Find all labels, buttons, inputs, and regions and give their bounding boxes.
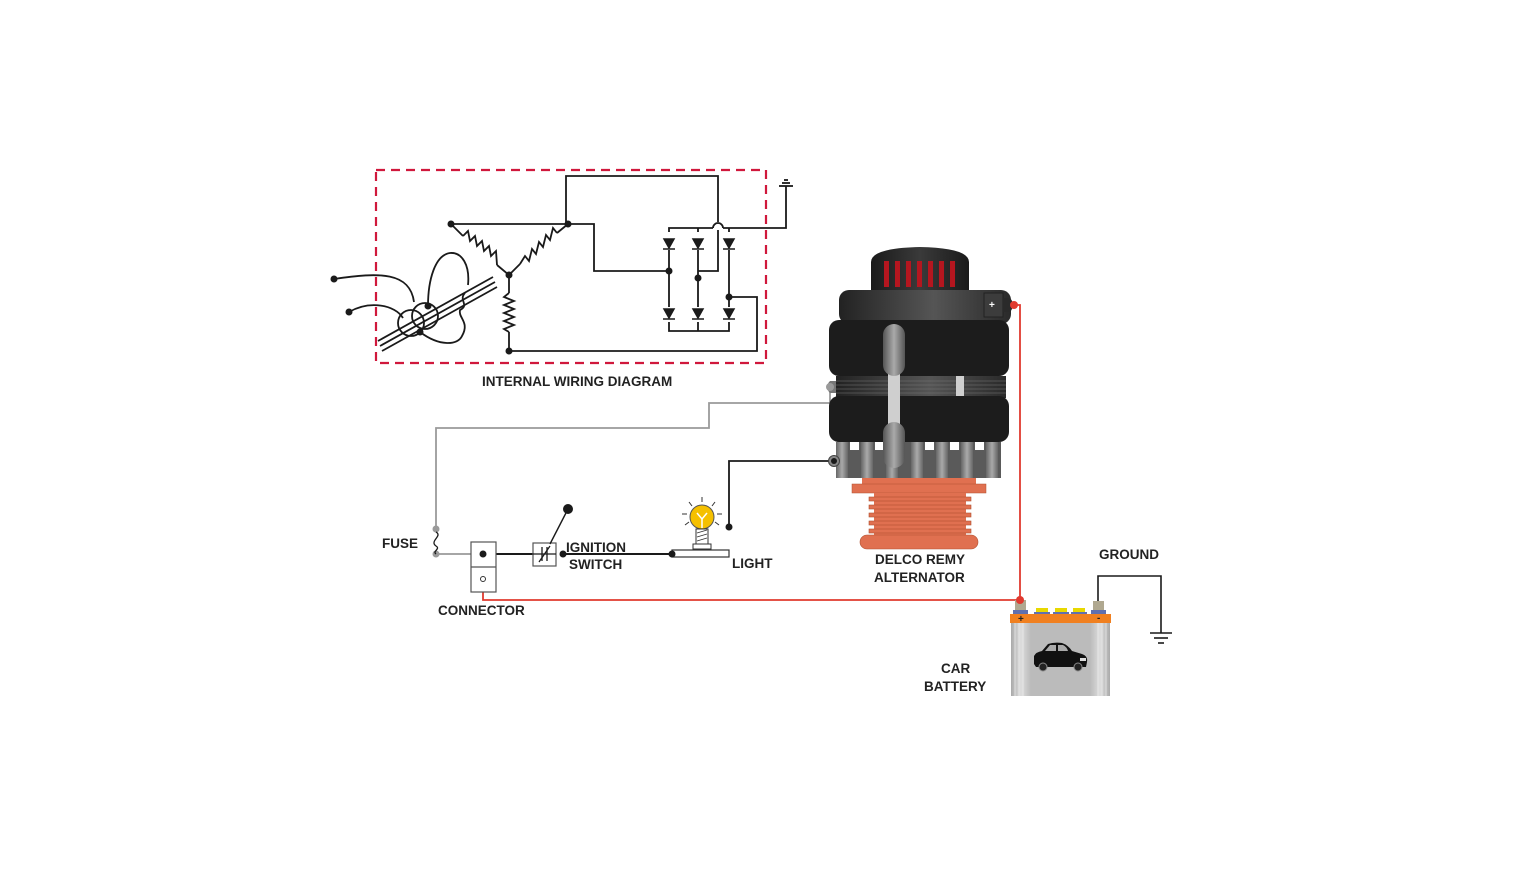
ground-wire [1097, 575, 1162, 633]
internal-wires [450, 175, 787, 352]
ground-label: GROUND [1099, 547, 1159, 562]
connector-pin-top [479, 550, 487, 558]
switch-lever [549, 508, 569, 545]
pulley-flange [851, 483, 987, 494]
fuse-icon [433, 531, 439, 555]
connector[interactable]: CONNECTOR [438, 541, 525, 618]
external-wires [435, 304, 1162, 633]
ignition-label-line1: IGNITION [566, 540, 626, 555]
alternator-strap-top [883, 324, 905, 376]
light[interactable]: LIGHT [668, 497, 774, 571]
battery-negative-post [1093, 601, 1104, 613]
alternator-upper-body [829, 320, 1009, 376]
ignition-label-line2: SWITCH [569, 557, 622, 572]
switch-output-node [559, 550, 567, 558]
bulb-rays-icon [682, 497, 722, 526]
diode-icon [662, 238, 676, 250]
pulley-collar [862, 478, 976, 484]
alternator-output-wire [1014, 304, 1021, 600]
light-label: LIGHT [732, 556, 773, 571]
winding-right-icon [519, 226, 558, 265]
rectifier-diode-icons [662, 238, 736, 320]
fuse[interactable]: FUSE [382, 525, 440, 558]
alternator-shoulder [839, 290, 1011, 324]
alternator-label-line2: ALTERNATOR [874, 570, 965, 585]
switch-contact-icon [533, 545, 556, 563]
internal-diagram-label: INTERNAL WIRING DIAGRAM [482, 374, 672, 389]
battery-caps-icon [1034, 608, 1087, 615]
battery-plus-sign: + [1018, 614, 1024, 625]
light-node-right [725, 523, 733, 531]
winding-left-icon [462, 229, 498, 266]
internal-wiring-diagram: INTERNAL WIRING DIAGRAM [330, 168, 793, 389]
fuse-terminal-top [432, 525, 440, 533]
rotor-assembly-icon [333, 252, 498, 352]
battery-label-line1: CAR [941, 661, 970, 676]
alternator-field-terminal[interactable] [826, 383, 834, 391]
alternator-strap-bottom [883, 422, 905, 468]
diode-icon [691, 238, 705, 250]
diode-icon [722, 238, 736, 250]
winding-bottom-icon [501, 292, 517, 333]
ground-icon [1150, 632, 1172, 644]
battery-positive-terminal[interactable] [1016, 596, 1024, 604]
battery-positive-wire [482, 592, 1020, 601]
stator-winding-icons [462, 226, 558, 333]
alternator-terminal-label: + [989, 300, 995, 311]
ignition-switch[interactable]: IGNITION SWITCH [532, 504, 626, 572]
pulley-grooves [868, 496, 972, 534]
car-battery[interactable]: + - CAR BATTERY [924, 596, 1111, 696]
alternator-label-line1: DELCO REMY [875, 552, 965, 567]
alternator[interactable]: + [826, 247, 1018, 585]
fuse-wire [435, 387, 831, 528]
pulley-base [859, 534, 979, 550]
connector-label: CONNECTOR [438, 603, 525, 618]
light-holder [671, 549, 730, 558]
alternator-output-terminal[interactable] [1010, 301, 1018, 309]
battery-top [1010, 614, 1111, 623]
connector-pin-bottom [480, 576, 486, 582]
light-node-left [668, 550, 676, 558]
alternator-mid-ring [836, 376, 1006, 398]
battery-minus-sign: - [1097, 613, 1100, 624]
dashed-boundary [374, 168, 768, 365]
battery-positive-post [1015, 600, 1026, 612]
car-icon [1034, 642, 1088, 672]
diode-icon [722, 308, 736, 320]
diode-icon [691, 308, 705, 320]
diode-icon [662, 308, 676, 320]
light-to-alternator-wire [728, 460, 834, 527]
alternator-lower-body [829, 396, 1009, 442]
ground: GROUND [1099, 547, 1172, 644]
fuse-label: FUSE [382, 536, 418, 551]
internal-ground-icon [779, 179, 793, 187]
switch-lever-knob [563, 504, 573, 514]
battery-label-line2: BATTERY [924, 679, 986, 694]
alternator-vents-icon [884, 261, 955, 287]
